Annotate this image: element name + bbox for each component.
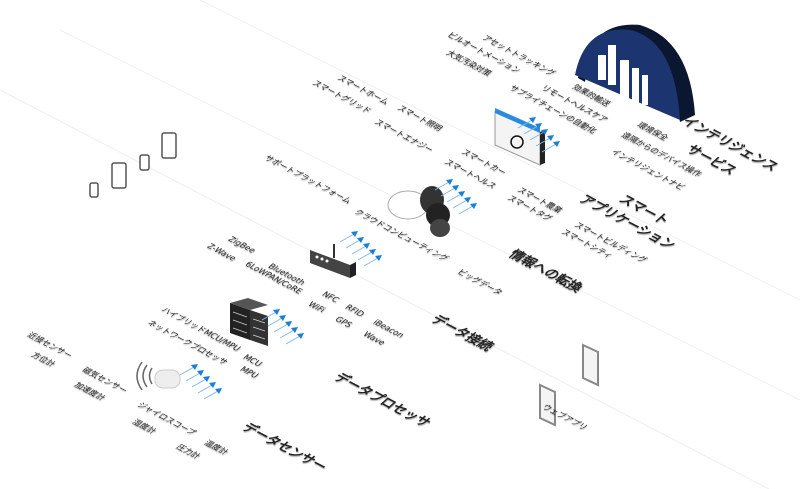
arrow-line [203,390,219,400]
arrow-line [279,329,295,339]
arrow-line [261,311,277,321]
arrow-head-icon [351,231,358,237]
arrow-line [267,317,283,327]
arrow-head-icon [357,237,364,243]
arrow-line [517,119,533,129]
arrow-line [535,137,551,147]
arrow-head-icon [553,141,560,147]
data-flow-arrows [179,117,560,400]
phone-icon [139,154,150,171]
arrow-head-icon [203,376,210,382]
arrow-head-icon [458,191,465,197]
arrow-head-icon [470,203,477,209]
processor-server-icon [230,298,268,346]
monitor-icon [582,343,599,387]
tablet-icon [161,132,177,159]
arrow-head-icon [273,309,280,315]
arrow-line [273,323,289,333]
lightbulb-icon [494,108,545,166]
arrow-head-icon [191,364,198,370]
arrow-head-icon [291,327,298,333]
arrow-line [440,187,456,197]
router-icon [310,244,356,278]
arrow-line [339,233,355,243]
arrow-head-icon [197,370,204,376]
arrow-line [191,378,207,388]
sensor-signal-icon [136,361,181,391]
arrow-head-icon [285,321,292,327]
arrow-line [452,199,468,209]
device-icons [89,132,177,198]
arrow-line [197,384,213,394]
arrow-head-icon [541,129,548,135]
arrow-head-icon [279,315,286,321]
arrow-line [434,181,450,191]
arrow-line [285,335,301,345]
arrow-line [357,251,373,261]
phone-icon [89,182,99,198]
web-monitor-icons [539,343,599,427]
arrow-head-icon [535,123,542,129]
arrow-head-icon [547,135,554,141]
cloud-icon [387,186,450,237]
monitor-icon [539,383,556,427]
arrow-head-icon [297,333,304,339]
arrow-head-icon [452,185,459,191]
arrow-head-icon [446,179,453,185]
arrow-head-icon [209,382,216,388]
arrow-line [458,205,474,215]
arrow-line [523,125,539,135]
arrow-line [185,372,201,382]
arrow-line [446,193,462,203]
arrow-line [529,131,545,141]
arrow-head-icon [375,255,382,261]
arrow-head-icon [529,117,536,123]
tablet-icon [111,162,127,189]
arrow-line [351,245,367,255]
arrow-line [541,143,557,153]
arrow-head-icon [464,197,471,203]
arrow-head-icon [215,388,222,394]
arrow-line [345,239,361,249]
arrow-line [179,366,195,376]
arrow-head-icon [369,249,376,255]
arrow-head-icon [363,243,370,249]
city-building-icon [575,24,695,122]
arrow-line [363,257,379,267]
